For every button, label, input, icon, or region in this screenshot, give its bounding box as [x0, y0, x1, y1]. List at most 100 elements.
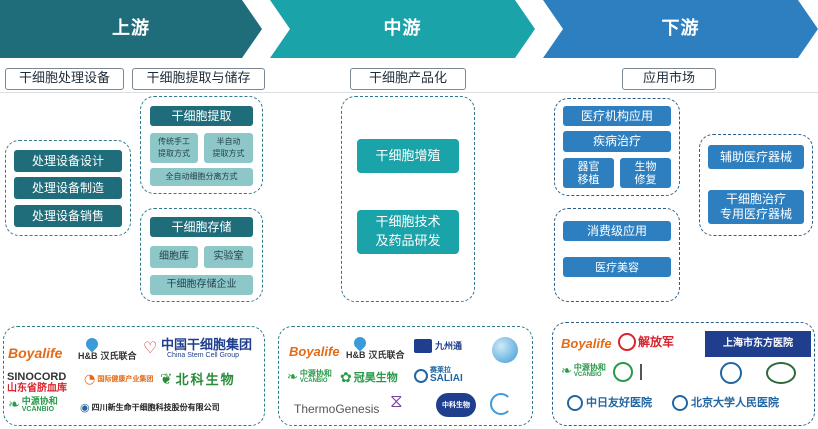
- swirl-logo-mid: [490, 393, 512, 415]
- globe-icon: ◉: [80, 401, 90, 414]
- guanhao-logo: ✿ 冠昊生物: [340, 371, 398, 385]
- vcanbio-logo-down: ❧ 中源协和 VCANBIO: [561, 363, 606, 379]
- vcanbio-wing-icon-mid: ❧: [287, 369, 298, 385]
- header-extraction-storage: 干细胞提取与储存: [132, 68, 265, 90]
- seal-logo-2: [766, 362, 796, 384]
- jiefangjun-logo: 解放军: [618, 333, 674, 351]
- equipment-sales: 处理设备销售: [14, 205, 122, 227]
- hb-logo: H&B 汉氏联合: [78, 335, 137, 361]
- guanhao-mark-icon: ✿: [340, 370, 352, 386]
- swirl-icon: ◔: [84, 372, 96, 387]
- vcanbio-down-en: VCANBIO: [573, 372, 602, 378]
- china-stem-en: China Stem Cell Group: [167, 352, 239, 359]
- guangdong-logo: ◔ 国际健康产业集团: [84, 373, 153, 386]
- zhongke-text: 中科生物: [442, 401, 470, 409]
- vcanbio-mid-text: 中源协和: [299, 369, 332, 378]
- chevron-midstream-shape: [270, 0, 535, 58]
- storage-enterprise: 干细胞存储企业: [150, 275, 253, 295]
- disease-treatment: 疾病治疗: [563, 131, 671, 152]
- dedicated-devices: 干细胞治疗 专用医疗器械: [708, 190, 804, 224]
- saliai-text: 赛莱拉: [430, 367, 451, 374]
- shandong-bank-text: 山东省脐血库: [7, 383, 67, 394]
- hb-drop-icon-mid: [351, 334, 369, 352]
- chevron-upstream-shape: [0, 0, 262, 58]
- medical-institution: 医疗机构应用: [563, 106, 671, 126]
- vcanbio-wing-icon-down: ❧: [561, 363, 572, 379]
- pku-badge-icon: [672, 395, 688, 411]
- leaf-icon: ❦: [160, 370, 173, 388]
- beike-logo: ❦ 北科生物: [160, 372, 236, 387]
- beike-text: 北科生物: [175, 372, 236, 387]
- vcanbio-mid-en: VCANBIO: [299, 378, 328, 384]
- pku-text: 北京大学人民医院: [691, 396, 779, 409]
- storage-cell-bank: 细胞库: [150, 246, 198, 268]
- header-products: 干细胞产品化: [350, 68, 466, 90]
- youhao-text: 中日友好医院: [586, 396, 652, 409]
- jiuzhou-logo: 九州通: [414, 339, 462, 353]
- hb-logo-cn: 汉氏联合: [100, 351, 137, 361]
- medical-beauty: 医疗美容: [563, 257, 671, 277]
- stage-downstream-label: 下游: [661, 18, 700, 39]
- hb-drop-icon: [83, 335, 101, 353]
- vcanbio-logo-mid: ❧ 中源协和 VCANBIO: [287, 369, 332, 385]
- bio-sphere-logo: [492, 337, 518, 363]
- jiuzhou-mark-icon: [414, 339, 432, 353]
- hb-logo-text: H&B: [78, 351, 98, 361]
- vcanbio-logo-up: ❧ 中源协和 VCANBIO: [8, 396, 58, 414]
- sinocord-logo: SINOCORD 山东省脐血库: [7, 372, 67, 394]
- pku-logo: 北京大学人民医院: [672, 395, 779, 411]
- extraction-semi-auto: 半自动 提取方式: [204, 133, 253, 163]
- stage-downstream: 下游: [543, 0, 818, 58]
- header-market: 应用市场: [622, 68, 716, 90]
- jiuzhou-text: 九州通: [435, 340, 463, 351]
- mid-proliferation: 干细胞增殖: [357, 139, 459, 173]
- sichuan-logo: ◉ 四川新生命干细胞科技股份有限公司: [80, 402, 220, 413]
- heart-icon: ♡: [143, 338, 158, 357]
- equipment-design: 处理设备设计: [14, 150, 122, 172]
- stage-upstream: 上游: [0, 0, 262, 58]
- saliai-logo: 赛莱拉 SALIAI: [414, 367, 463, 384]
- youhao-badge-icon: [567, 395, 583, 411]
- storage-title: 干细胞存储: [150, 217, 253, 237]
- hb-mid-cn: 汉氏联合: [368, 350, 405, 360]
- shanghai-east-text: 上海市东方医院: [723, 338, 793, 349]
- storage-lab: 实验室: [204, 246, 253, 268]
- stage-midstream-label: 中游: [383, 18, 422, 39]
- green-cross-logo: [613, 362, 633, 382]
- mid-rnd: 干细胞技术 及药品研发: [357, 210, 459, 254]
- header-processing-equipment: 干细胞处理设备: [5, 68, 124, 90]
- youhao-logo: 中日友好医院: [567, 395, 652, 411]
- boyalife-logo-down: Boyalife: [561, 336, 612, 351]
- vcanbio-down-text: 中源协和: [573, 363, 606, 372]
- seal-logo-1: [720, 362, 742, 384]
- china-stem-logo: ♡ 中国干细胞集团 China Stem Cell Group: [143, 338, 252, 359]
- extraction-manual: 传统手工 提取方式: [150, 133, 198, 163]
- hospital-text-logo: [640, 364, 696, 380]
- sichuan-text: 四川新生命干细胞科技股份有限公司: [91, 402, 220, 412]
- vcanbio-en: VCANBIO: [21, 406, 55, 413]
- header-divider: [0, 92, 818, 93]
- logos-upstream-panel: [3, 326, 265, 426]
- saliai-en: SALIAI: [430, 373, 463, 384]
- midstream-group: [341, 96, 475, 302]
- dna-logo: ⧖: [390, 391, 403, 412]
- sinocord-text: SINOCORD: [7, 371, 67, 383]
- guanhao-text: 冠昊生物: [353, 371, 398, 384]
- bio-repair: 生物 修复: [620, 158, 671, 188]
- china-stem-cn: 中国干细胞集团: [161, 337, 253, 352]
- hb-mid-text: H&B: [346, 350, 366, 360]
- hb-logo-mid: H&B 汉氏联合: [346, 334, 405, 360]
- extraction-full-auto: 全自动细胞分离方式: [150, 168, 253, 186]
- vcanbio-wing-icon: ❧: [8, 397, 20, 413]
- consumer-app: 消费级应用: [563, 221, 671, 241]
- thermogenesis-logo: ThermoGenesis: [294, 402, 380, 416]
- stage-midstream: 中游: [270, 0, 535, 58]
- equipment-manufacture: 处理设备制造: [14, 177, 122, 199]
- stage-upstream-label: 上游: [112, 18, 150, 39]
- boyalife-logo-mid: Boyalife: [289, 344, 340, 359]
- shanghai-east-logo: 上海市东方医院: [705, 331, 811, 357]
- jiefangjun-text: 解放军: [638, 335, 675, 349]
- boyalife-logo: Boyalife: [8, 345, 63, 361]
- vcanbio-text: 中源协和: [21, 396, 58, 406]
- extraction-title: 干细胞提取: [150, 106, 253, 126]
